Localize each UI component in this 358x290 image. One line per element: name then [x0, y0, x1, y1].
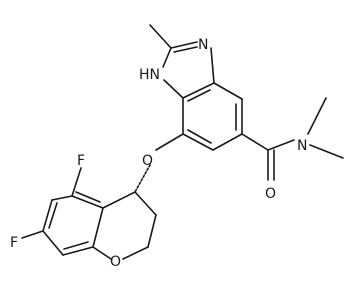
- bond-c4aprime-c5prime-inner: [75, 191, 101, 203]
- atom-o-carbonyl: O: [265, 186, 276, 202]
- atom-o-ring: O: [110, 254, 121, 270]
- bond-c2-n3: [170, 41, 198, 49]
- bond-c8prime-c7prime: [42, 230, 64, 256]
- bond-c3prime-c2prime: [147, 214, 157, 248]
- atom-f-top: F: [77, 153, 85, 169]
- atom-nh-imidazole: HN: [139, 67, 160, 83]
- bond-n-methyl-up: [307, 97, 327, 135]
- bond-c7prime-c6prime-inner: [48, 202, 58, 229]
- bond-c3a-c4: [213, 82, 243, 100]
- bond-n-methyl-right: [309, 144, 344, 159]
- bond-c5-carbonyl: [241, 133, 269, 151]
- bond-c4prime-c4aprime: [102, 191, 136, 209]
- bond-c8aprime-c8prime: [62, 246, 94, 256]
- bond-o-ring-c8aprime: [92, 246, 112, 260]
- atom-o-ether: O: [142, 153, 153, 169]
- bond-c6-c7-inner: [187, 129, 212, 144]
- bond-o-ether-c4prime-hash: [134, 164, 151, 193]
- bond-c4prime-c3prime: [134, 191, 157, 216]
- bond-c5-c6: [212, 133, 243, 151]
- bond-n1-c7a: [163, 79, 184, 99]
- bond-c6prime-c5prime: [51, 195, 73, 201]
- bond-c6-c7: [182, 133, 214, 151]
- bond-c2-n1: [162, 47, 172, 68]
- bond-c3a-c7a-inner: [187, 89, 211, 102]
- atom-n-imidazole: N: [198, 37, 208, 53]
- bond-c7-o-ether: [155, 133, 184, 151]
- bond-carbonyl-n: [267, 139, 295, 151]
- bond-c2-n3-double: [173, 46, 198, 53]
- atom-n-amide: N: [297, 138, 307, 154]
- bond-c8aprime-c8prime-inner: [63, 241, 89, 250]
- bond-c7prime-c6prime: [42, 199, 53, 232]
- bond-c2prime-o-ring: [122, 246, 149, 260]
- bond-c4aprime-c8aprime: [92, 207, 104, 248]
- bond-c3a-c7a: [182, 82, 215, 99]
- atom-f-bottom: F: [10, 235, 18, 251]
- bond-c5prime-f: [71, 167, 82, 197]
- bond-n3-c3a: [210, 47, 215, 84]
- bond-methyl-c2: [149, 24, 172, 49]
- bond-c4aprime-c5prime: [71, 195, 104, 209]
- bond-c7prime-f: [21, 230, 44, 239]
